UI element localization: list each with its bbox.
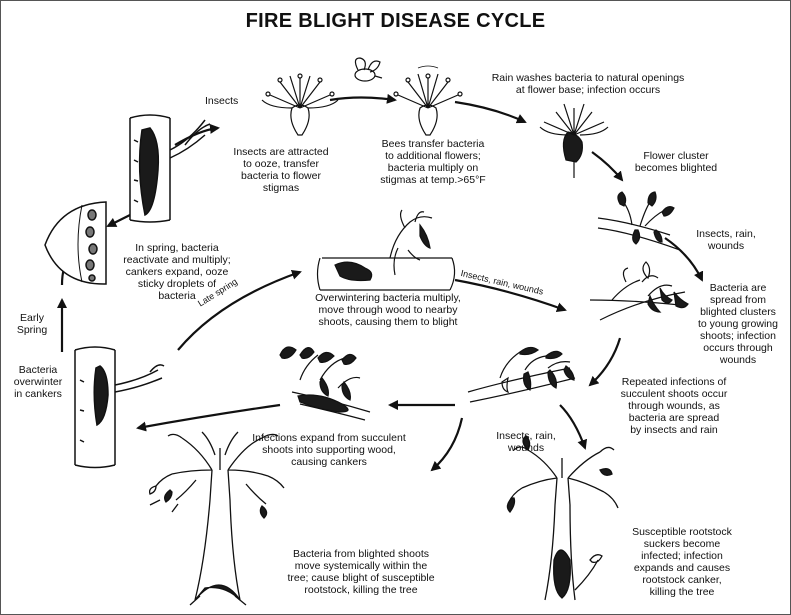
canker-shoot-middle (280, 347, 370, 420)
flower-3 (540, 104, 608, 178)
bee-icon (355, 58, 382, 81)
diagram-title: FIRE BLIGHT DISEASE CYCLE (0, 10, 791, 33)
label-bees-transfer: Bees transfer bacteria to additional flo… (368, 138, 498, 186)
label-bacteria-spread: Bacteria are spread from blighted cluste… (688, 282, 788, 366)
label-infections-expand: Infections expand from succulent shoots … (238, 432, 420, 468)
overwintering-wood (318, 210, 455, 290)
overwinter-trunk (75, 347, 164, 468)
young-shoots (590, 262, 688, 320)
canker-trunk-top (130, 115, 210, 222)
blighted-cluster (598, 192, 680, 250)
label-insects-rain-wounds-bottom: Insects, rain, wounds (486, 430, 566, 454)
label-insects-top: Insects (205, 95, 238, 107)
arrow-canker-to-halfcircle (108, 215, 130, 226)
label-overwintering-multiply: Overwintering bacteria multiply, move th… (296, 292, 480, 328)
flower-1 (262, 74, 338, 135)
infected-shoot-right (468, 347, 575, 402)
label-early-spring: Early Spring (8, 312, 56, 336)
label-repeated-infections: Repeated infections of succulent shoots … (614, 376, 734, 436)
label-bacteria-blighted-shoots: Bacteria from blighted shoots move syste… (276, 548, 446, 596)
label-insects-rain-wounds-right: Insects, rain, wounds (686, 228, 766, 252)
arrow-flower3-to-cluster (592, 152, 622, 180)
label-susceptible-rootstock: Susceptible rootstock suckers become inf… (618, 526, 746, 598)
canker-closeup (45, 202, 106, 284)
arrow-flower1-to-flower2 (330, 98, 395, 101)
label-rain-washes: Rain washes bacteria to natural openings… (478, 72, 698, 96)
label-insects-attracted: Insects are attracted to ooze, transfer … (226, 146, 336, 194)
flower-2 (394, 66, 462, 135)
arrow-flower2-to-flower3 (455, 102, 525, 122)
tree-bottom-right (507, 436, 618, 600)
label-flower-cluster: Flower cluster becomes blighted (626, 150, 726, 174)
label-bacteria-overwinter: Bacteria overwinter in cankers (4, 364, 72, 400)
arrow-canker-to-overwinter (138, 405, 280, 428)
arrow-shoot-to-bottomleft (432, 418, 462, 470)
